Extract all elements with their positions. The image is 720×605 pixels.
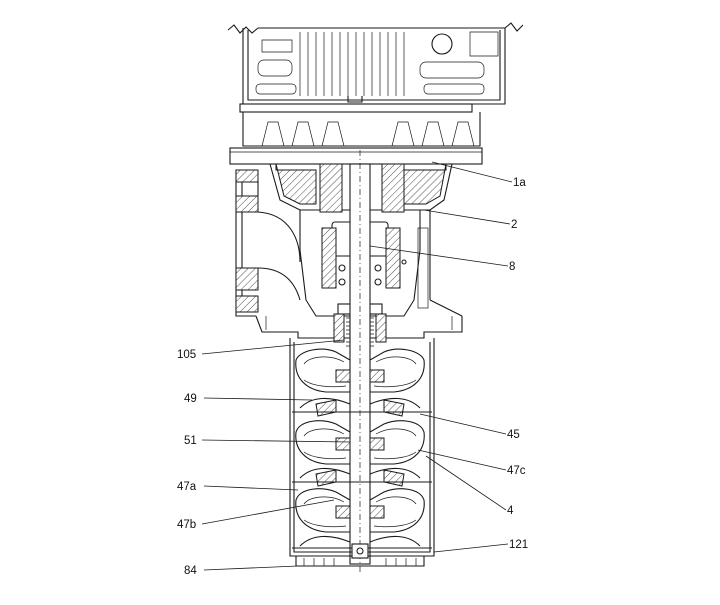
callout-8: 8 bbox=[509, 261, 515, 273]
callout-47b: 47b bbox=[177, 519, 196, 531]
pump-shaft bbox=[349, 150, 371, 572]
stage-1 bbox=[292, 348, 432, 417]
callout-47a: 47a bbox=[177, 481, 197, 493]
inlet-strainer bbox=[295, 543, 425, 567]
callout-121: 121 bbox=[509, 539, 528, 551]
callout-4: 4 bbox=[507, 505, 514, 517]
callout-51: 51 bbox=[184, 435, 197, 447]
callout-49: 49 bbox=[184, 393, 197, 405]
callout-105: 105 bbox=[177, 349, 196, 361]
stage-2 bbox=[292, 420, 432, 487]
callout-45: 45 bbox=[507, 429, 520, 441]
callout-84: 84 bbox=[184, 565, 197, 577]
pump-stages bbox=[292, 348, 432, 549]
callout-47c: 47c bbox=[507, 465, 526, 477]
pump-head-flange bbox=[229, 147, 483, 211]
callout-1a: 1a bbox=[513, 177, 526, 189]
motor bbox=[227, 22, 524, 147]
stage-3 bbox=[292, 488, 432, 549]
leader-lines bbox=[201, 161, 513, 571]
callout-2: 2 bbox=[511, 219, 517, 231]
